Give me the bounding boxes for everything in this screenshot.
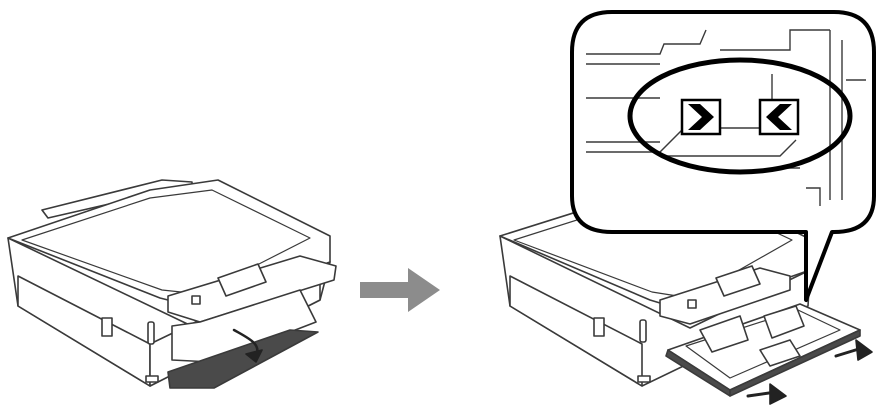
- right-slot: [639, 319, 647, 343]
- chevron-left-icon: [758, 98, 800, 136]
- right-guide-right: [763, 305, 805, 339]
- left-output-tray-dark: [167, 329, 319, 389]
- left-lcd-screen: [217, 263, 267, 297]
- left-control-panel: [167, 255, 337, 323]
- left-card-slot: [101, 317, 113, 337]
- right-cassette-inner: [685, 309, 841, 379]
- right-arrow-icon: [360, 268, 440, 312]
- right-foot-light: [637, 375, 651, 383]
- right-cassette-side-dark: [729, 329, 861, 397]
- zoom-callout: [570, 10, 876, 302]
- right-card-slot: [593, 317, 605, 337]
- left-slot: [147, 321, 155, 345]
- right-arrow-out-left-head: [769, 383, 787, 405]
- left-front-cover-open: [171, 289, 317, 363]
- left-foot-light: [145, 375, 159, 383]
- left-printer: [7, 179, 337, 389]
- highlight-ellipse: [627, 57, 853, 175]
- chevron-right-icon: [680, 98, 722, 136]
- right-arrow-out-right-head: [855, 339, 873, 361]
- right-lcd-screen: [715, 265, 761, 297]
- left-lid-inner-edge: [21, 189, 311, 295]
- right-guide-left: [699, 315, 749, 353]
- right-guide-front: [759, 339, 801, 367]
- right-panel-button: [687, 299, 697, 309]
- left-panel-button: [191, 295, 201, 305]
- left-down-arrow-head: [245, 349, 263, 363]
- callout-detail-lines: [586, 29, 866, 206]
